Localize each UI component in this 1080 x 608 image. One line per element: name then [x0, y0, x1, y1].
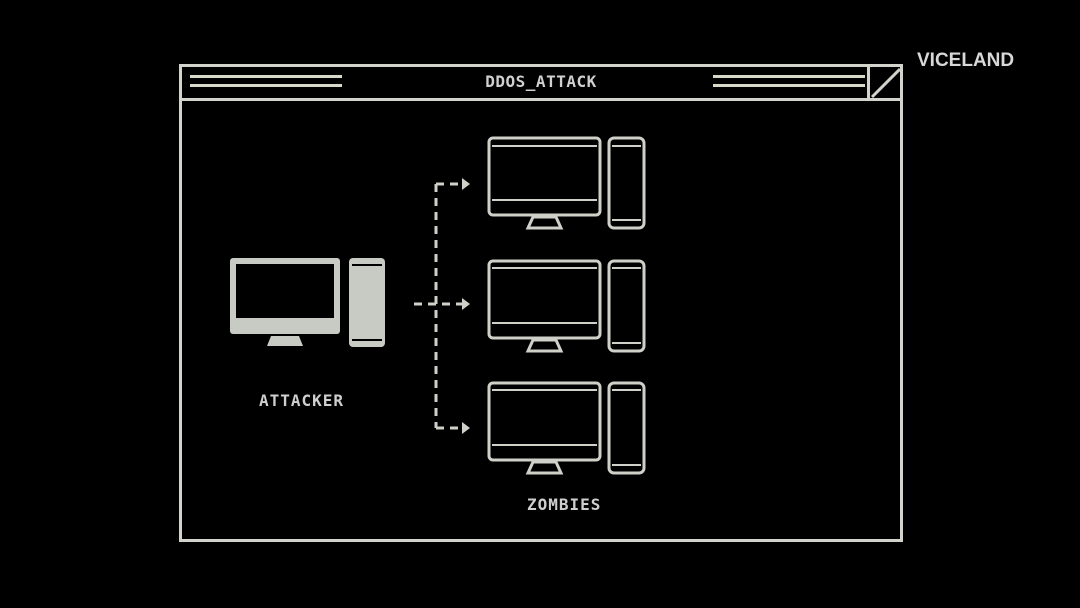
title-grip-left-top — [190, 75, 342, 78]
zombie-computer-1-icon — [487, 136, 646, 230]
zombie-computer-3-icon — [487, 381, 646, 475]
title-grip-left-bottom — [190, 84, 342, 87]
dashed-arrow-icon — [414, 182, 464, 430]
window-title: DDOS_ATTACK — [485, 72, 597, 91]
attacker-computer-icon — [230, 258, 385, 347]
title-bar[interactable]: DDOS_ATTACK — [182, 67, 900, 101]
title-grip-right-top — [713, 75, 865, 78]
viceland-logo: VICELAND — [917, 50, 1015, 71]
ddos-attack-window: DDOS_ATTACK — [179, 64, 903, 542]
title-grip-right-bottom — [713, 84, 865, 87]
attacker-label: ATTACKER — [259, 391, 345, 410]
zombies-label: ZOMBIES — [527, 495, 602, 514]
resize-corner-icon[interactable] — [867, 67, 900, 98]
arrowheads — [462, 178, 470, 434]
zombie-computer-2-icon — [487, 259, 646, 353]
